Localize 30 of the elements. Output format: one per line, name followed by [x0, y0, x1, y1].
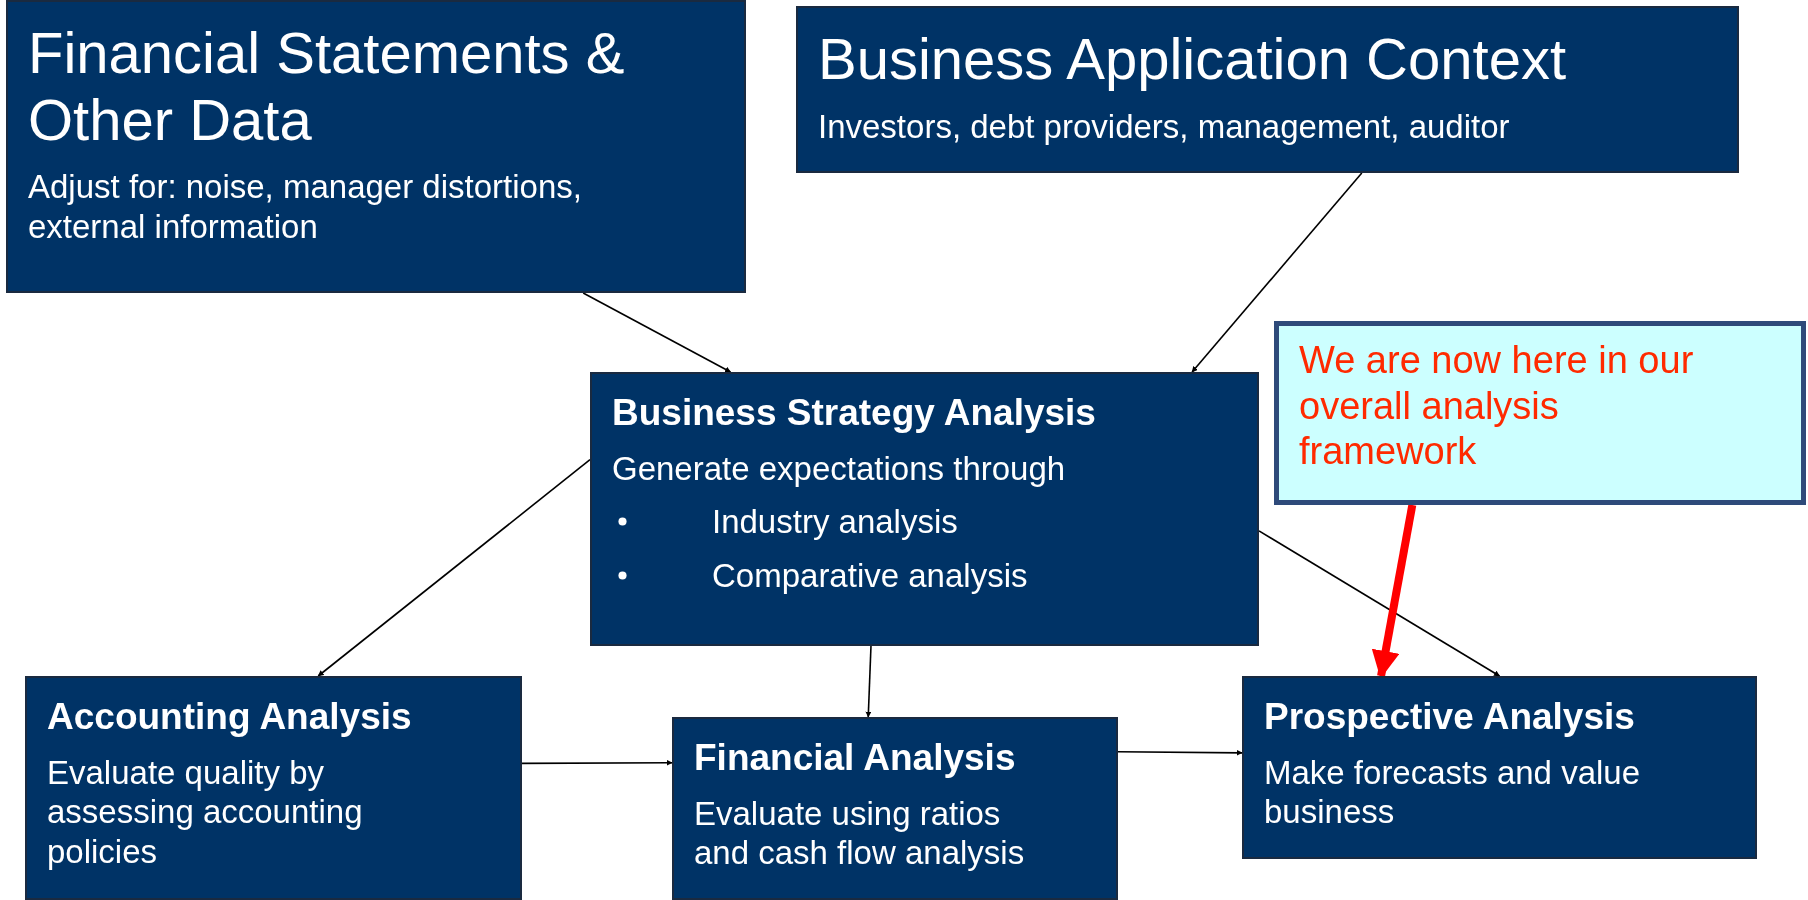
process-box: [672, 717, 1118, 900]
arrow: [521, 759, 673, 766]
box-description: Adjust for: noise, manager distortions, external information: [28, 167, 583, 247]
process-box: [1242, 676, 1757, 859]
box-heading: Accounting Analysis: [47, 696, 413, 739]
box-description: Investors, debt providers, management, auditor: [818, 106, 1511, 147]
callout-box: [1274, 321, 1806, 505]
box-heading: Business Strategy Analysis: [612, 392, 1097, 435]
box-heading: Financial Analysis: [694, 737, 1017, 780]
process-box: [796, 6, 1739, 173]
box-heading: Financial Statements & Other Data: [28, 20, 626, 154]
process-box: [6, 0, 746, 293]
box-description: Evaluate using ratios and cash flow analysis: [694, 793, 1026, 873]
arrow: [1191, 172, 1363, 373]
box-heading: Business Application Context: [818, 26, 1567, 93]
box-description: Generate expectations through: [612, 448, 1067, 489]
process-box: [590, 372, 1259, 646]
process-box: [25, 676, 522, 900]
box-description: Make forecasts and value business: [1264, 752, 1642, 832]
box-description: Evaluate quality by assessing accounting policies: [47, 752, 364, 872]
arrow: [1371, 504, 1417, 679]
arrow: [1117, 749, 1243, 756]
bullet-text: Industry analysis: [712, 502, 958, 542]
callout-text: We are now here in our overall analysis framework: [1299, 338, 1695, 475]
box-heading: Prospective Analysis: [1264, 696, 1636, 739]
arrow: [865, 645, 872, 718]
arrow: [582, 292, 732, 373]
bullet-text: Comparative analysis: [712, 555, 1028, 596]
arrow: [317, 458, 591, 677]
arrow: [1258, 530, 1501, 677]
